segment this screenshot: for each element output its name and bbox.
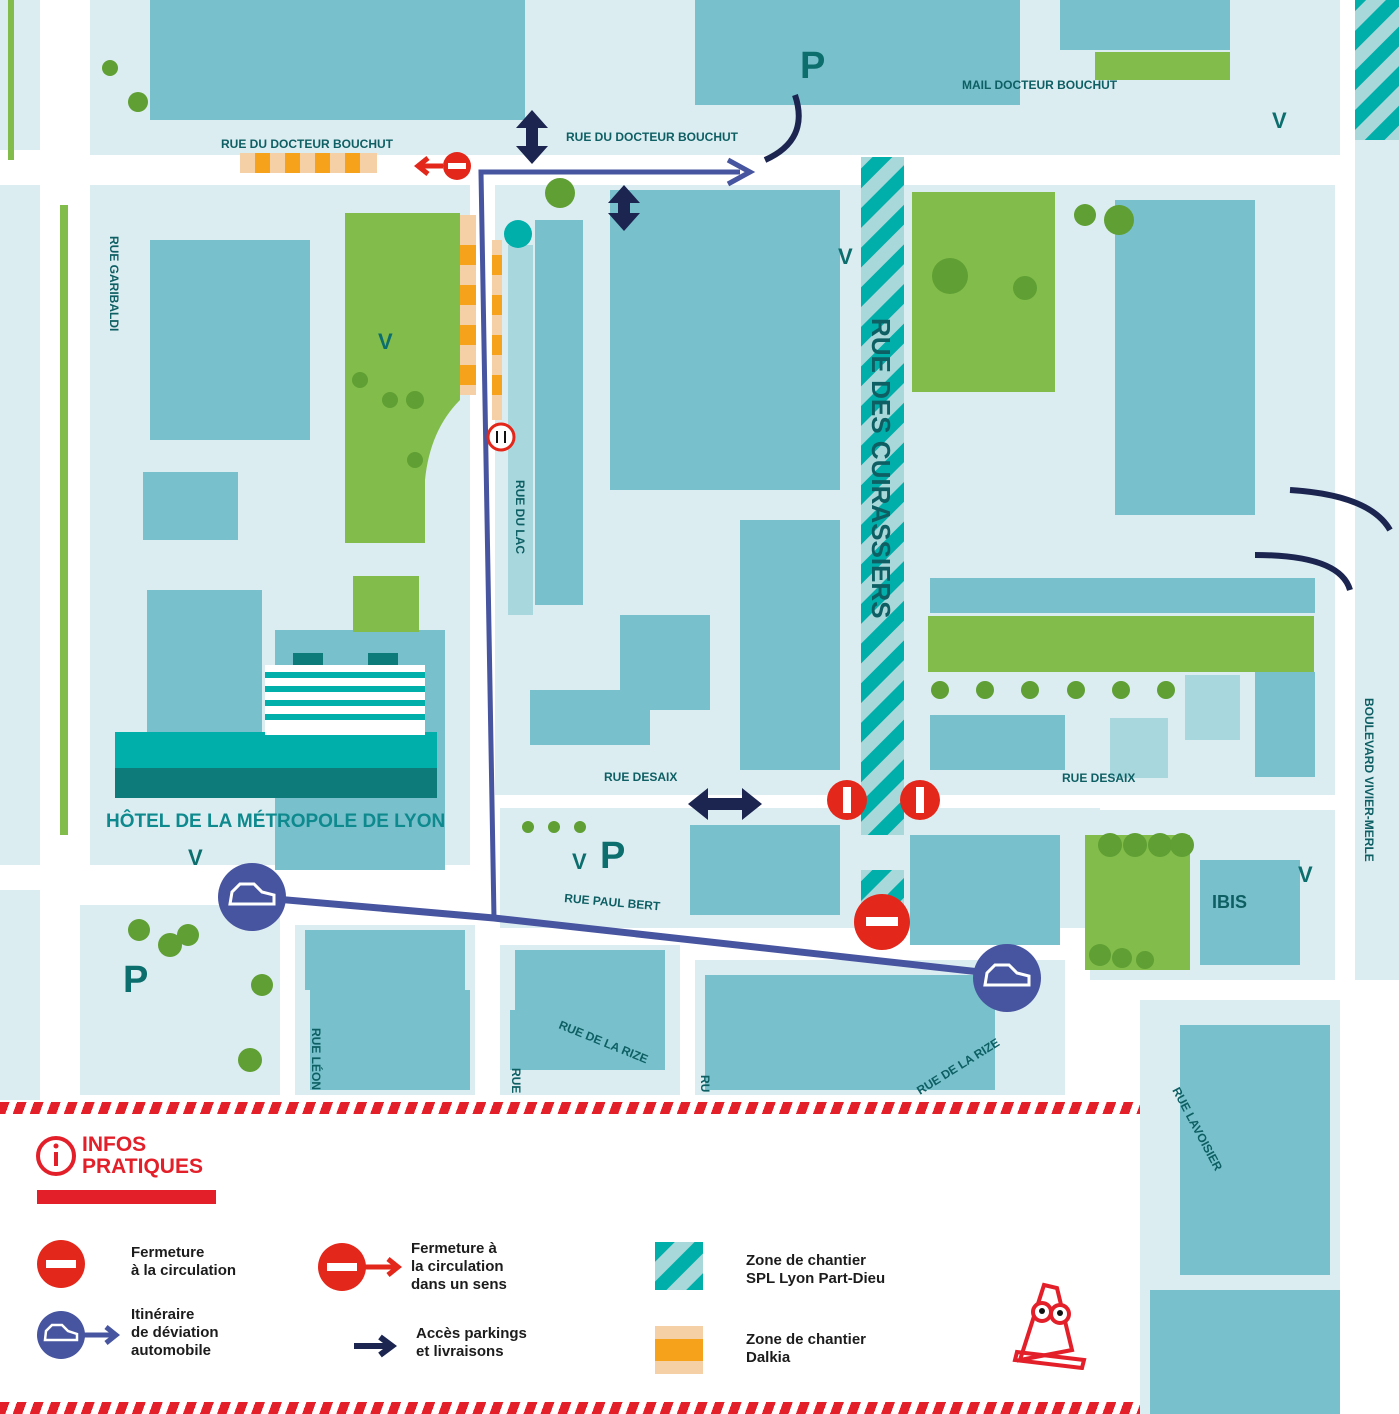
street-label: RUE DESAIX <box>1062 771 1135 785</box>
route-arrow-icon <box>726 157 756 187</box>
legend-title: INFOS PRATIQUES <box>82 1133 203 1178</box>
svg-text:V: V <box>572 849 587 874</box>
street-label: RUE DES CUIRASSIERS <box>866 318 896 619</box>
ibis-label: IBIS <box>1212 892 1247 912</box>
access-arrow-icon <box>763 94 1393 592</box>
street-label: BOULEVARD VIVIER-MERLE <box>1362 698 1376 862</box>
svg-text:V: V <box>378 329 393 354</box>
one-way-closure-icon <box>827 780 940 820</box>
svg-text:V: V <box>188 845 203 870</box>
one-way-closure-icon <box>413 152 471 180</box>
svg-text:P: P <box>800 45 825 87</box>
buildings <box>143 0 1340 1414</box>
spl-construction-zone-northeast <box>1355 0 1399 140</box>
traffic-cone-mascot-icon <box>1012 1282 1087 1370</box>
legend-label: Accès parkings et livraisons <box>416 1325 527 1360</box>
street-label: RUE <box>509 1068 523 1093</box>
spl-construction-zone <box>861 157 904 835</box>
stripe-divider <box>0 1402 1140 1414</box>
hotel-metropole-building <box>115 653 437 798</box>
street-label: RU <box>698 1075 712 1092</box>
dalkia-construction-zone <box>240 153 502 420</box>
access-arrow-icon <box>354 1334 397 1358</box>
trees <box>102 60 1194 1072</box>
legend-label: Fermeture à la circulation <box>131 1244 237 1279</box>
legend-label: Fermeture à la circulation dans un sens <box>411 1240 507 1293</box>
one-way-closure-icon <box>318 1243 403 1291</box>
hotel-label: HÔTEL DE LA MÉTROPOLE DE LYON <box>106 810 445 832</box>
road-closure-icon <box>37 1240 85 1288</box>
detour-car-icon[interactable] <box>218 863 286 931</box>
title-underline <box>37 1190 216 1204</box>
stripe-divider <box>0 1102 1140 1114</box>
dalkia-zone-swatch <box>655 1326 703 1374</box>
street-label: RUE DESAIX <box>604 770 677 784</box>
detour-car-icon[interactable] <box>973 944 1041 1012</box>
legend-label: Zone de chantier SPL Lyon Part-Dieu <box>746 1252 886 1287</box>
info-icon <box>36 1136 76 1176</box>
parks <box>8 0 1314 970</box>
street-label: RUE DU DOCTEUR BOUCHUT <box>566 130 739 144</box>
legend-label: Itinéraire de déviation automobile <box>131 1306 219 1359</box>
parking-icon: P P P <box>123 45 825 1001</box>
svg-text:P: P <box>123 959 148 1001</box>
two-way-traffic-sign-icon <box>486 422 516 452</box>
access-arrow-icon <box>516 110 762 820</box>
spl-zone-swatch <box>655 1242 703 1290</box>
detour-route-icon <box>37 1311 121 1359</box>
road-closure-icon <box>854 894 910 950</box>
detour-route-north <box>478 169 740 919</box>
svg-text:V: V <box>1272 108 1287 133</box>
pedestrian-access-icon <box>504 220 532 248</box>
street-label: RUE DU LAC <box>513 480 527 554</box>
street-label: RUE GARIBALDI <box>107 236 121 331</box>
street-label: RUE DU DOCTEUR BOUCHUT <box>221 137 394 151</box>
street-label: MAIL DOCTEUR BOUCHUT <box>962 78 1118 92</box>
svg-text:V: V <box>1298 862 1313 887</box>
svg-text:P: P <box>600 835 625 877</box>
street-label: RUE LÉON <box>309 1028 324 1090</box>
velov-station-icon: V V V V V V <box>188 108 1313 887</box>
svg-text:V: V <box>838 244 853 269</box>
legend-label: Zone de chantier Dalkia <box>746 1331 867 1366</box>
legend-panel: INFOS PRATIQUES Fermeture à la circulati… <box>0 1102 1140 1414</box>
